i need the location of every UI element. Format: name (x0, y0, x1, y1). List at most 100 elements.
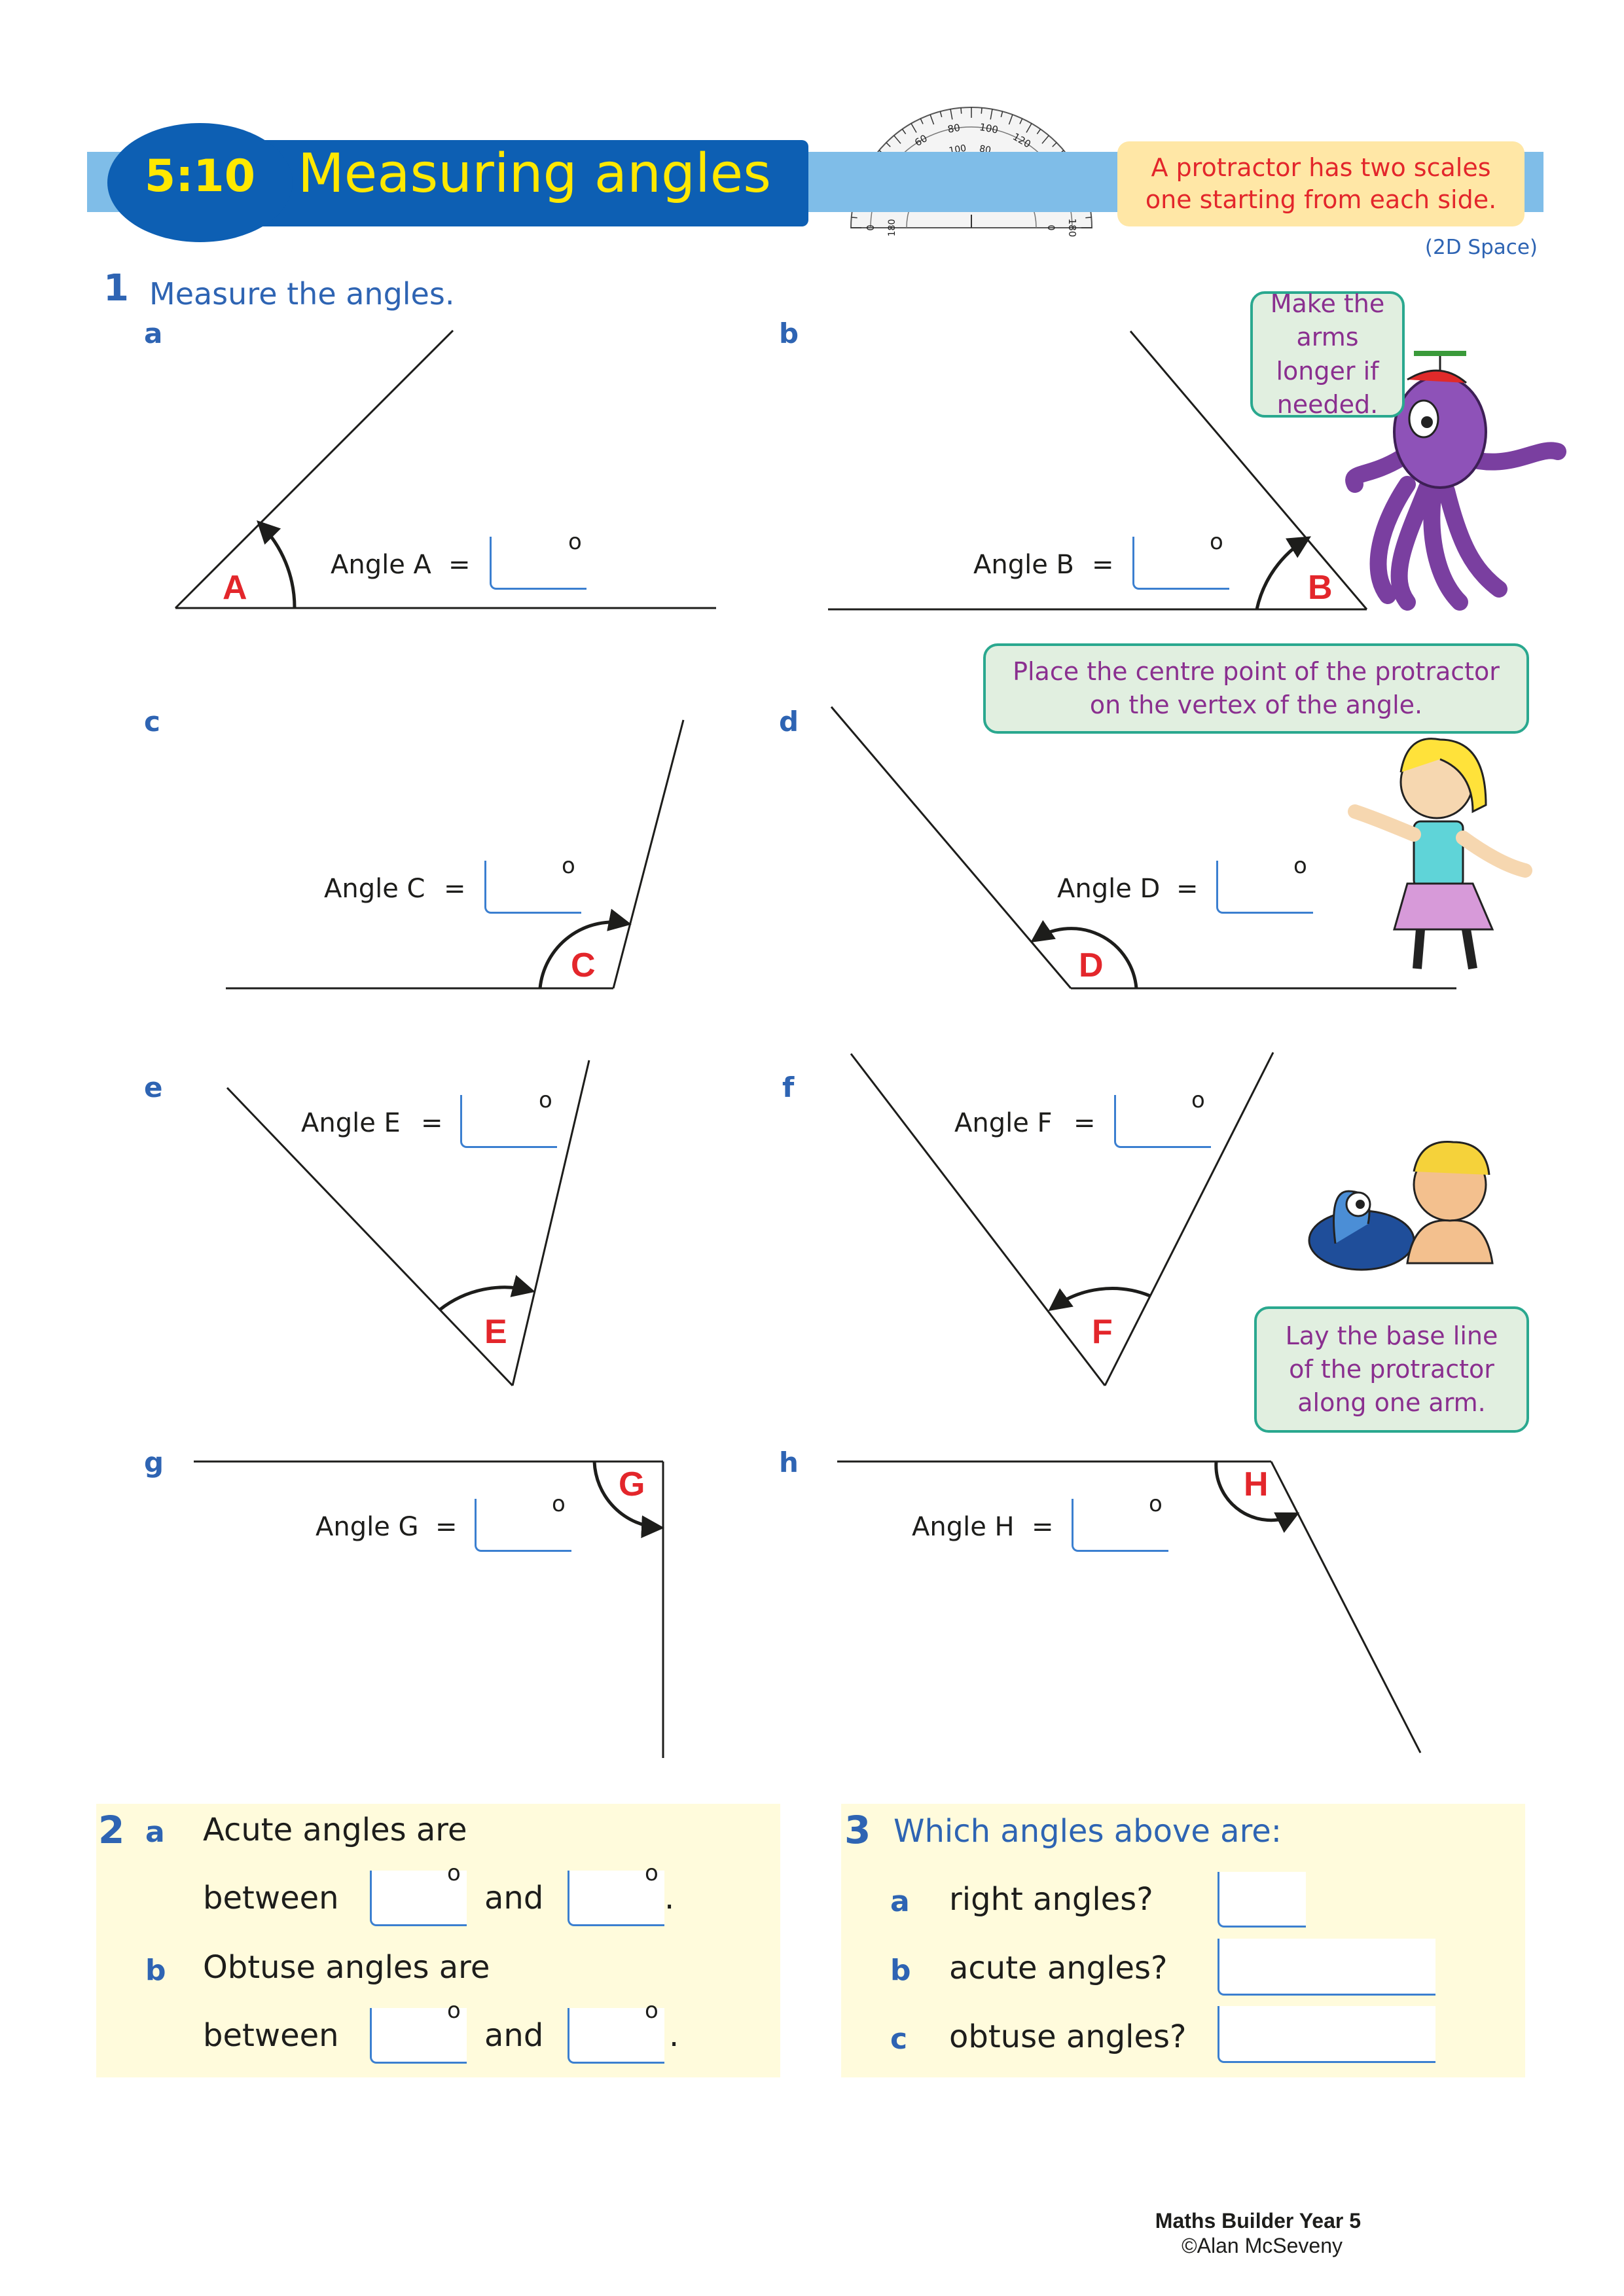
vertex-label-a: A (223, 569, 247, 607)
acute-lower-degree: o (447, 1860, 461, 1886)
question-3-text: Which angles above are: (893, 1813, 1282, 1850)
protractor-outer-number: 0 (865, 224, 876, 231)
right-angles-answer-box[interactable] (1218, 1872, 1306, 1928)
angle-d-degree-symbol: o (1293, 853, 1307, 879)
boy-speech-bubble: Lay the base line of the protractor alon… (1254, 1306, 1529, 1433)
protractor-tick (1036, 128, 1041, 135)
question-1-text: Measure the angles. (149, 276, 455, 312)
protractor-tick (920, 118, 924, 124)
question-2b-between: between (203, 2017, 339, 2054)
unit-number-badge (107, 123, 293, 242)
angle-f-arm (850, 1053, 1106, 1386)
question-3-number: 3 (844, 1808, 871, 1852)
protractor-tick (1052, 142, 1057, 147)
acute-upper-answer-box[interactable] (568, 1871, 664, 1926)
angle-c-label: Angle C (324, 874, 425, 904)
protractor-tick (851, 217, 857, 219)
question-2-number: 2 (98, 1808, 125, 1852)
angle-f-figure (850, 1052, 1274, 1386)
acute-angles-answer-box[interactable] (1218, 1939, 1435, 1996)
angle-f-answer-box[interactable] (1114, 1095, 1211, 1148)
protractor-tick (939, 111, 943, 118)
vertex-label-b: B (1308, 569, 1333, 607)
angle-e-answer-box[interactable] (460, 1095, 557, 1148)
angle-f-degree-symbol: o (1191, 1087, 1205, 1113)
obtuse-lower-degree: o (447, 1998, 461, 2024)
protractor-tick (950, 109, 953, 120)
unit-number: 5:10 (144, 151, 256, 202)
angle-g-answer-box[interactable] (475, 1499, 571, 1552)
vertex-label-d: D (1079, 946, 1104, 984)
acute-lower-answer-box[interactable] (370, 1871, 467, 1926)
angle-a-degree-symbol: o (568, 529, 582, 555)
part-label-b: b (779, 317, 799, 350)
protractor-tip-text: A protractor has two scales one starting… (1145, 152, 1497, 214)
protractor-outer-number: 180 (1066, 219, 1078, 238)
protractor-tick (1085, 217, 1092, 219)
angle-b-equals: = (1092, 550, 1114, 580)
angle-a-equals: = (448, 550, 471, 580)
protractor-tick (1008, 114, 1013, 125)
protractor-tip: A protractor has two scales one starting… (1117, 141, 1525, 226)
vertex-label-h: H (1244, 1465, 1269, 1503)
protractor-tick (929, 114, 935, 125)
part-label-h: h (779, 1446, 799, 1479)
protractor-tick (886, 142, 891, 147)
question-2a-between: between (203, 1880, 339, 1916)
protractor-inner-number: 180 (887, 219, 897, 237)
question-3c-text: obtuse angles? (949, 2018, 1187, 2055)
octopus-speech-text: Make the arms longer if needed. (1270, 289, 1385, 419)
protractor-tick (1041, 135, 1049, 144)
angle-b-arc (1255, 536, 1311, 610)
obtuse-upper-degree: o (645, 1998, 659, 2024)
protractor-tick (1019, 118, 1023, 124)
vertex-label-f: F (1092, 1313, 1113, 1351)
vertex-label-g: G (619, 1465, 645, 1503)
angle-d-answer-box[interactable] (1216, 861, 1313, 914)
question-3c-label: c (890, 2022, 908, 2056)
angle-c-arm (612, 719, 685, 989)
angle-g-arc (592, 1461, 664, 1539)
angle-h-label: Angle H (912, 1512, 1015, 1542)
angle-d-figure (830, 706, 1456, 990)
protractor-tick (901, 128, 907, 135)
angle-a-arm (174, 329, 454, 609)
angle-e-arc (439, 1275, 535, 1311)
angle-d-label: Angle D (1057, 874, 1161, 904)
protractor-tick (1026, 123, 1032, 133)
question-2b-and: and (484, 2017, 544, 2054)
angle-h-equals: = (1032, 1512, 1054, 1542)
angle-f-arm (1104, 1052, 1274, 1386)
angle-g-equals: = (435, 1512, 458, 1542)
question-3b-label: b (890, 1954, 911, 1987)
angle-h-answer-box[interactable] (1072, 1499, 1168, 1552)
vertex-label-c: C (571, 946, 596, 984)
angle-g-label: Angle G (316, 1512, 419, 1542)
angle-b-degree-symbol: o (1210, 529, 1223, 555)
obtuse-lower-answer-box[interactable] (370, 2008, 467, 2064)
angle-a-answer-box[interactable] (490, 537, 586, 590)
angle-c-equals: = (444, 874, 466, 904)
angle-c-answer-box[interactable] (484, 861, 581, 914)
angle-c-figure (226, 719, 685, 990)
protractor-outer-number: 100 (979, 121, 999, 136)
boy-illustration (1308, 1141, 1494, 1271)
question-3b-text: acute angles? (949, 1950, 1168, 1986)
question-2b-label: b (145, 1954, 166, 1987)
angle-h-arm (1270, 1461, 1422, 1753)
octopus-speech-bubble: Make the arms longer if needed. (1250, 289, 1405, 419)
angle-e-figure (226, 1060, 590, 1387)
angle-g-degree-symbol: o (552, 1491, 566, 1517)
obtuse-angles-answer-box[interactable] (1218, 2006, 1435, 2063)
protractor-tick (990, 109, 993, 120)
octopus-illustration (1345, 351, 1566, 611)
angle-b-answer-box[interactable] (1132, 537, 1229, 590)
question-2b-text: Obtuse angles are (203, 1949, 490, 1986)
acute-upper-degree: o (645, 1860, 659, 1886)
obtuse-upper-answer-box[interactable] (568, 2008, 664, 2064)
question-2a-and: and (484, 1880, 544, 1916)
angle-c-arc (538, 908, 632, 989)
part-label-e: e (144, 1071, 163, 1103)
angle-g-figure (194, 1460, 664, 1758)
girl-speech-text: Place the centre point of the protractor… (1013, 656, 1500, 719)
